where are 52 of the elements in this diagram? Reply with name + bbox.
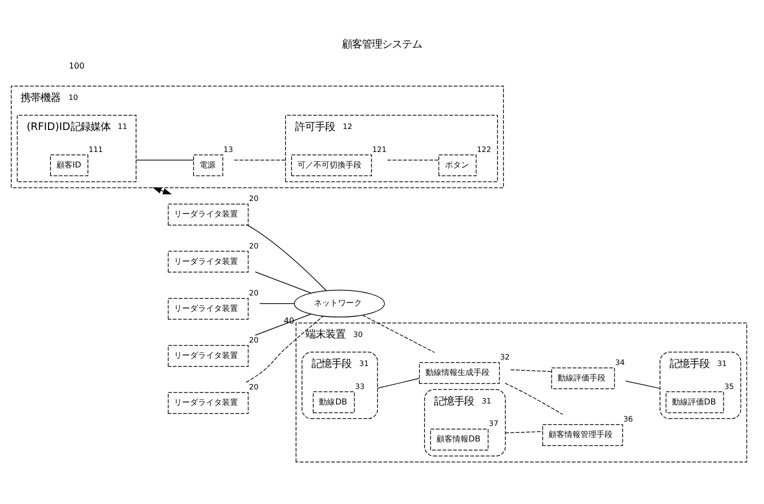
node-box: 顧客ID xyxy=(50,154,88,176)
node-box: 顧客情報DB xyxy=(430,428,488,450)
node-label: 20 xyxy=(248,194,258,204)
node-box: リーダライタ装置 xyxy=(168,204,249,226)
node-box: 電源 xyxy=(193,154,224,176)
node-box: ボタン xyxy=(438,154,477,176)
node-box: 動線DB xyxy=(312,391,355,414)
connector xyxy=(254,314,312,336)
node-box: リーダライタ装置 xyxy=(168,345,249,367)
node-label: 35 xyxy=(724,382,734,391)
node-label: 122 xyxy=(476,144,492,154)
node-label: 37 xyxy=(488,419,498,428)
node-label: 33 xyxy=(355,382,365,391)
node-label: 34 xyxy=(615,358,625,367)
node-label: 20 xyxy=(248,335,258,344)
diagram-title: 顧客管理システム xyxy=(342,38,422,50)
node-label: 30 xyxy=(353,330,363,339)
node-label: 36 xyxy=(623,414,633,424)
node-box: 動線評価DB xyxy=(666,391,724,414)
node-label: 20 xyxy=(248,241,258,250)
node-label: 11 xyxy=(118,122,128,132)
node-label: 32 xyxy=(500,352,510,362)
node-box: リーダライタ装置 xyxy=(168,392,249,414)
node-box: 動線評価手段 xyxy=(551,367,615,390)
node-label: 121 xyxy=(372,144,387,154)
node-box: 可／不可切換手段 xyxy=(291,154,372,176)
connector xyxy=(254,272,312,294)
connector xyxy=(362,314,435,353)
node-label: 10 xyxy=(68,92,78,102)
connector xyxy=(504,382,564,415)
connector xyxy=(259,303,295,304)
connector xyxy=(625,380,660,389)
connector xyxy=(377,378,420,389)
node-label: 31 xyxy=(717,358,727,368)
node-label: 20 xyxy=(248,382,258,392)
connector xyxy=(504,431,543,434)
connector xyxy=(510,369,552,372)
node-box: 動線情報生成手段 xyxy=(419,362,500,384)
connector xyxy=(246,224,327,292)
connector xyxy=(246,316,324,383)
node-label: 31 xyxy=(482,396,492,406)
node-label: 12 xyxy=(342,122,352,132)
node-label: 20 xyxy=(248,288,258,298)
node-ellipse: ネットワーク xyxy=(294,290,385,318)
label: 100 xyxy=(68,60,85,71)
node-label: 31 xyxy=(359,358,369,368)
node-label: 13 xyxy=(224,144,234,154)
node-label: 111 xyxy=(88,144,103,154)
node-box: 顧客情報管理手段 xyxy=(542,424,624,446)
node-box: リーダライタ装置 xyxy=(168,250,249,273)
node-box: リーダライタ装置 xyxy=(168,298,249,320)
arrow xyxy=(152,187,172,194)
